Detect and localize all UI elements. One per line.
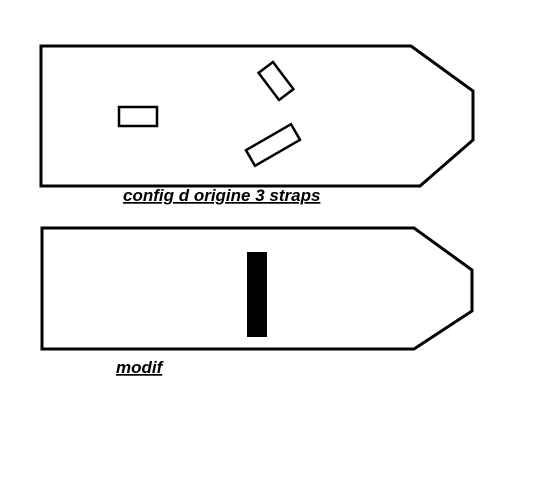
modified-config-caption: modif: [116, 358, 165, 377]
original-config-caption: config d origine 3 straps: [123, 186, 320, 205]
original-board: config d origine 3 straps: [39, 44, 475, 205]
modified-board-outline: [40, 226, 474, 351]
original-board-outline: [39, 44, 475, 188]
modified-board: modif: [40, 226, 474, 377]
original-strap-lower: [244, 122, 302, 168]
original-strap-center: [117, 105, 159, 128]
original-strap-upper: [256, 60, 296, 102]
modified-strap: [247, 252, 267, 337]
